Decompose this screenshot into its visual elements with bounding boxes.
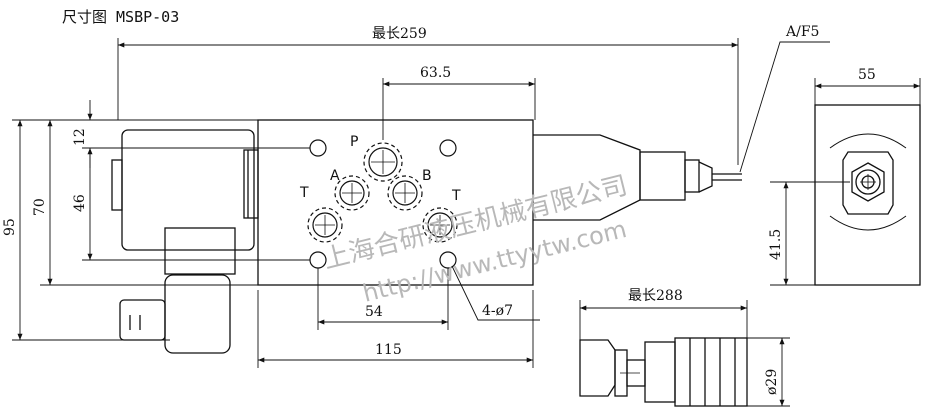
knob-detail: [579, 337, 748, 407]
dim-holes: 4-ø7: [482, 303, 513, 319]
port-label-t-right: T: [451, 188, 461, 204]
dim-288: 最长288: [628, 288, 683, 304]
pressure-adjuster: [533, 134, 742, 221]
connector-plug: [119, 274, 231, 354]
dim-46: 46: [72, 194, 88, 212]
port-label-a: A: [330, 168, 340, 184]
leader-af: [739, 41, 830, 173]
watermark: 上海合研液压机械有限公司 http://www.ttyytw.com: [320, 171, 630, 308]
dim-70: 70: [32, 198, 48, 216]
port-label-p: P: [350, 134, 358, 150]
side-view: [814, 104, 921, 286]
dim-af: A/F5: [785, 24, 819, 40]
dim-95: 95: [2, 218, 18, 236]
port-centerlines: [315, 150, 450, 235]
solenoid-coil: [111, 129, 259, 275]
dim-overall-length: 最长259: [372, 26, 427, 42]
port-label-t-left: T: [299, 185, 309, 201]
port-holes: [307, 139, 458, 269]
dim-54: 54: [365, 304, 383, 320]
dim-63-5: 63.5: [420, 65, 451, 81]
dim-115: 115: [375, 342, 402, 358]
drawing-title: 尺寸图 MSBP-03: [62, 8, 180, 26]
dim-55: 55: [858, 67, 876, 83]
port-label-b: B: [422, 168, 432, 184]
leader-holes: [451, 265, 540, 321]
dim-dia29: ø29: [764, 369, 780, 395]
dim-12: 12: [72, 128, 88, 146]
dim-41-5: 41.5: [768, 229, 784, 260]
